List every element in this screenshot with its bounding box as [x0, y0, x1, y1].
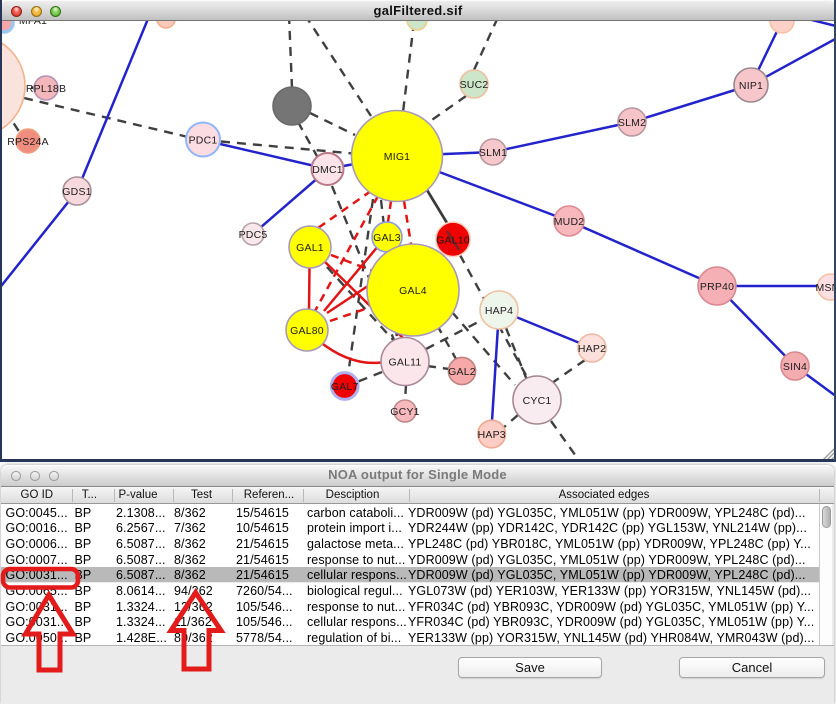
svg-text:GAL80: GAL80	[290, 325, 324, 337]
svg-text:GCY1: GCY1	[390, 406, 419, 418]
svg-text:HAP3: HAP3	[478, 429, 506, 441]
svg-text:PDC1: PDC1	[189, 135, 218, 147]
svg-text:PRP40: PRP40	[700, 281, 734, 293]
svg-text:DMC1: DMC1	[312, 164, 343, 176]
svg-text:GAL3: GAL3	[373, 232, 401, 244]
svg-text:HAP2: HAP2	[578, 343, 606, 355]
svg-text:PDC5: PDC5	[239, 229, 268, 241]
svg-text:RPL18B: RPL18B	[26, 83, 66, 95]
svg-text:GAL1: GAL1	[296, 242, 324, 254]
svg-text:GDS1: GDS1	[62, 186, 91, 198]
svg-text:GAL7: GAL7	[331, 381, 359, 393]
svg-text:CYC1: CYC1	[523, 395, 552, 407]
svg-text:MUD2: MUD2	[554, 216, 585, 228]
svg-text:GAL4: GAL4	[399, 285, 427, 297]
svg-text:GAL2: GAL2	[448, 366, 476, 378]
svg-text:SLM2: SLM2	[618, 117, 646, 129]
svg-text:SLM1: SLM1	[479, 147, 507, 159]
svg-text:RPS24A: RPS24A	[7, 136, 48, 148]
svg-text:GAL10: GAL10	[436, 234, 470, 246]
svg-text:SUC2: SUC2	[460, 79, 489, 91]
svg-text:MIG1: MIG1	[384, 151, 410, 163]
svg-text:SIN4: SIN4	[783, 361, 807, 373]
svg-text:GAL11: GAL11	[389, 357, 422, 369]
svg-text:HAP4: HAP4	[485, 305, 513, 317]
svg-text:NIP1: NIP1	[739, 80, 763, 92]
svg-text:MSN5: MSN5	[816, 282, 836, 294]
